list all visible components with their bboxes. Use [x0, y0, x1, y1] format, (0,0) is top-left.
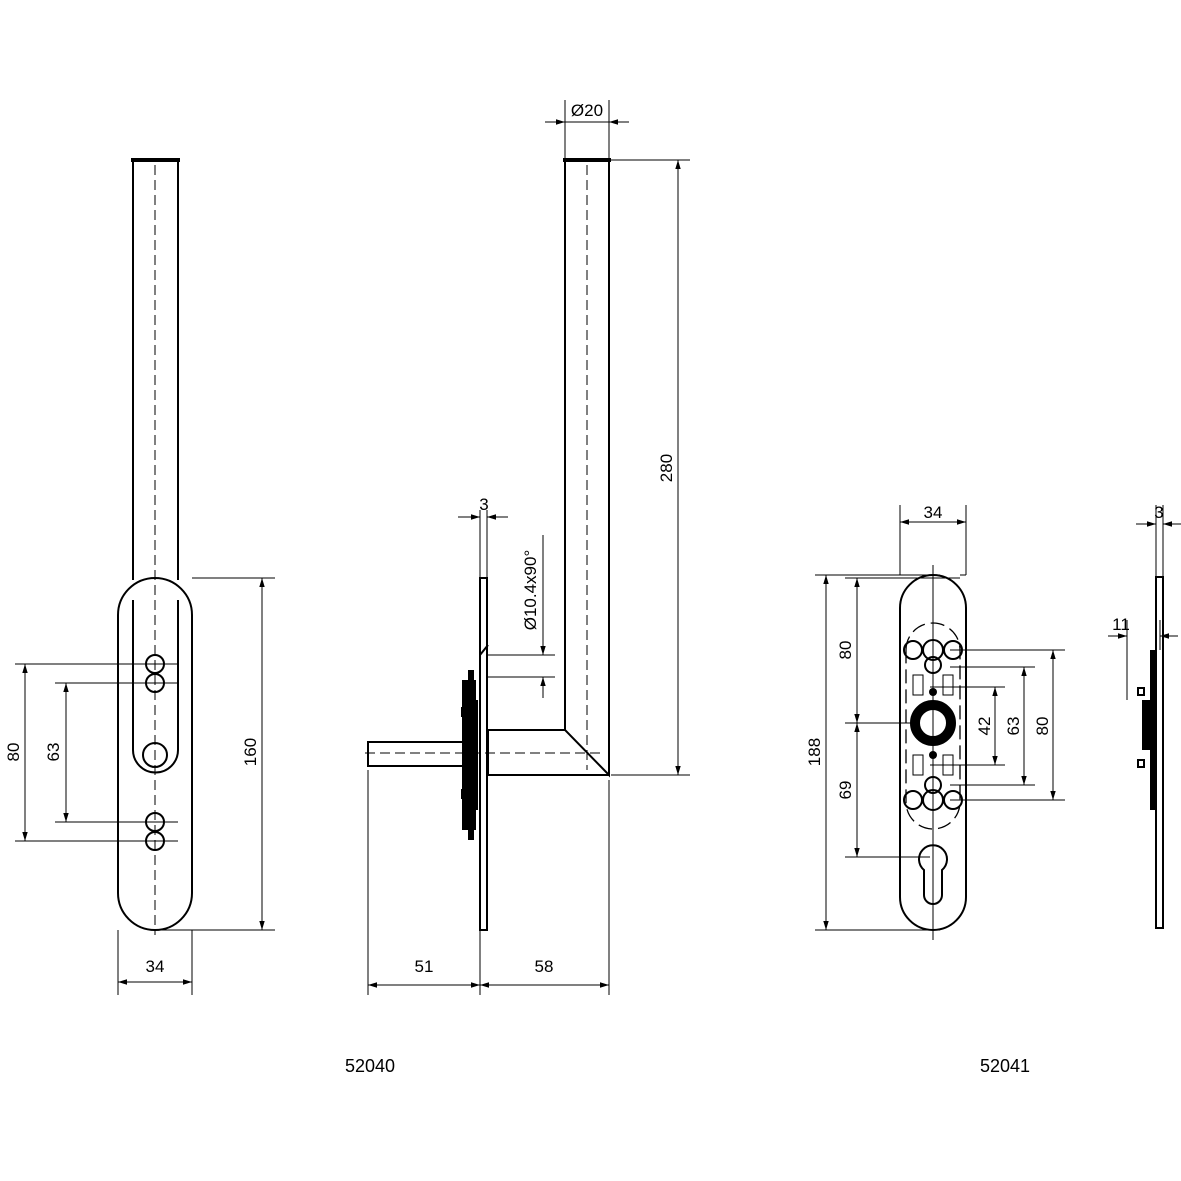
dim-58: 58	[535, 957, 554, 976]
52041-front-view: 34 188 80 69 42 63 80	[805, 503, 1065, 940]
dim-188: 188	[805, 738, 824, 766]
dim-63: 63	[1004, 717, 1023, 736]
dim-42: 42	[975, 717, 994, 736]
dim-80: 80	[1033, 717, 1052, 736]
dim-51: 51	[415, 957, 434, 976]
52041-side-view: 3 11	[1108, 503, 1181, 929]
52040-front-view: 80 63 160 34	[4, 158, 275, 995]
dim-3: 3	[479, 495, 488, 514]
dim-160: 160	[241, 738, 260, 766]
dim-80: 80	[4, 743, 23, 762]
dim-280: 280	[657, 454, 676, 482]
dim-countersink: Ø10.4x90°	[521, 550, 540, 631]
dim-63: 63	[44, 743, 63, 762]
dim-34: 34	[146, 957, 165, 976]
dim-69: 69	[836, 781, 855, 800]
part-number-52041: 52041	[980, 1056, 1030, 1076]
part-number-52040: 52040	[345, 1056, 395, 1076]
dim-34: 34	[924, 503, 943, 522]
dim-3: 3	[1154, 503, 1163, 522]
dim-80-upper: 80	[836, 641, 855, 660]
dim-diameter-20: Ø20	[571, 101, 603, 120]
dim-11: 11	[1112, 615, 1130, 634]
52040-side-view: Ø20 280 3 Ø10.4x90° 51 58	[365, 100, 690, 995]
